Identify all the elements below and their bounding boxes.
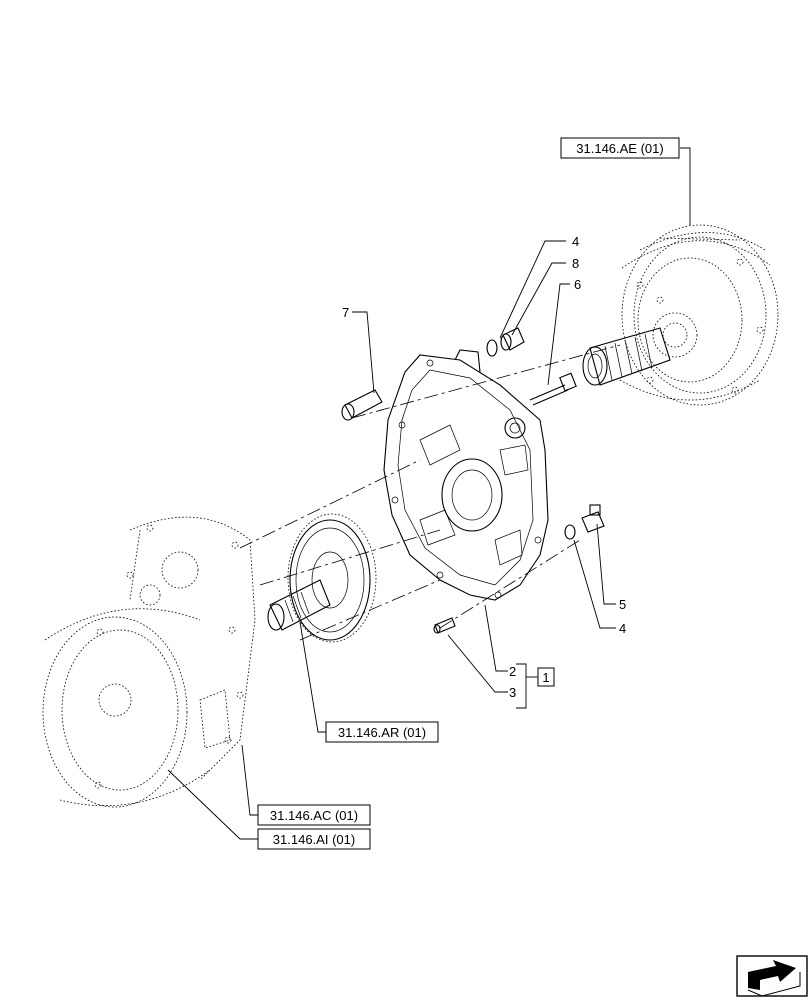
callout-4-bottom: 4 xyxy=(619,621,626,636)
callout-1-box: 1 xyxy=(537,667,555,687)
plug-5-and-washer-4 xyxy=(564,504,605,540)
gear-shaft-assembly xyxy=(267,513,377,643)
bolt-6 xyxy=(529,372,577,406)
alignment-axes xyxy=(239,344,621,641)
ref-box-ae[interactable]: 31.146.AE (01) xyxy=(560,137,680,159)
callout-2: 2 xyxy=(509,664,516,679)
callout-7: 7 xyxy=(342,305,349,320)
pin-7 xyxy=(341,389,383,421)
callout-6: 6 xyxy=(574,277,581,292)
dowel-pin-3 xyxy=(433,617,456,634)
next-page-arrow-icon[interactable] xyxy=(736,955,808,997)
ref-box-ac[interactable]: 31.146.AC (01) xyxy=(257,804,371,826)
callout-8: 8 xyxy=(572,256,579,271)
callout-5: 5 xyxy=(619,597,626,612)
ref-label-ae: 31.146.AE (01) xyxy=(576,141,663,156)
ref-box-ar[interactable]: 31.146.AR (01) xyxy=(325,721,439,743)
callout-4-top: 4 xyxy=(572,234,579,249)
pump-housing-assembly xyxy=(42,516,256,808)
clutch-assembly xyxy=(582,224,779,406)
ref-label-ar: 31.146.AR (01) xyxy=(338,725,426,740)
ref-box-ai[interactable]: 31.146.AI (01) xyxy=(257,828,371,850)
housing-plate xyxy=(383,349,549,601)
plug-8-and-washer-4 xyxy=(486,327,525,357)
callout-3: 3 xyxy=(509,685,516,700)
leader-lines xyxy=(167,147,691,840)
ref-label-ac: 31.146.AC (01) xyxy=(270,808,358,823)
callout-1: 1 xyxy=(542,670,549,685)
ref-label-ai: 31.146.AI (01) xyxy=(273,832,355,847)
